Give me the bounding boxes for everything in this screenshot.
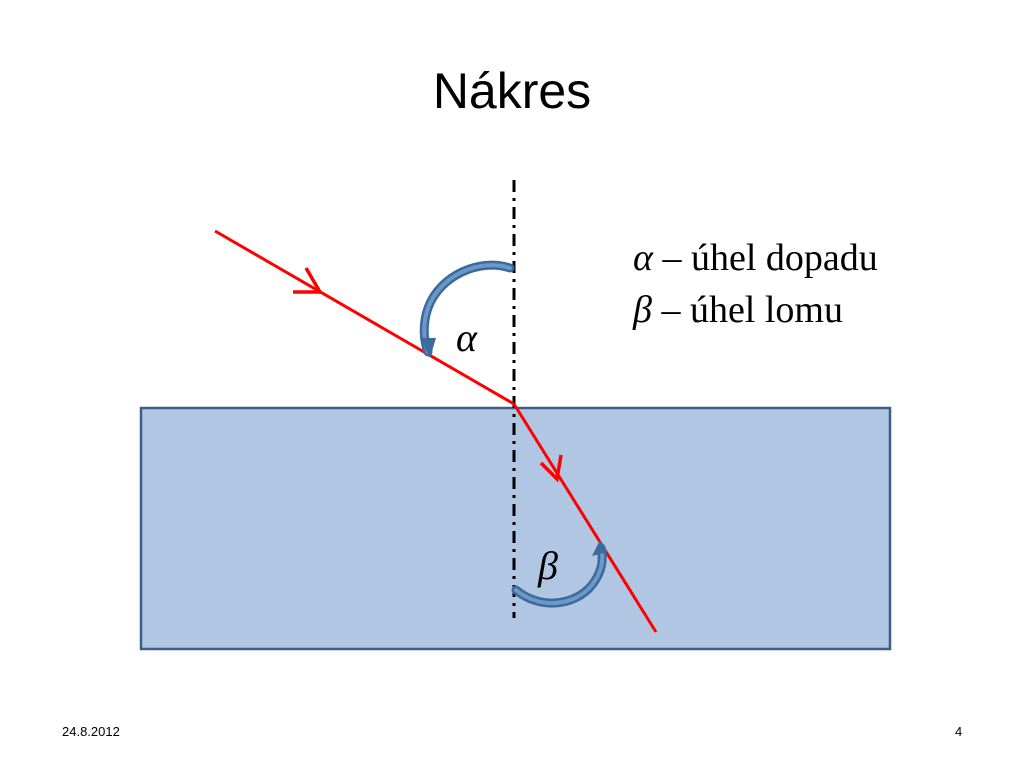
legend-text: – úhel dopadu bbox=[652, 237, 878, 279]
refracted-ray-arrowhead bbox=[539, 454, 563, 483]
incident-ray bbox=[214, 229, 515, 406]
slide-page-number: 4 bbox=[955, 724, 963, 739]
legend: α – úhel dopadu β – úhel lomu bbox=[633, 232, 878, 336]
legend-item-alpha: α – úhel dopadu bbox=[633, 232, 878, 284]
legend-item-beta: β – úhel lomu bbox=[633, 284, 878, 336]
refracted-ray bbox=[512, 403, 658, 633]
legend-symbol: α bbox=[633, 237, 653, 279]
legend-symbol: β bbox=[633, 289, 652, 331]
legend-text: – úhel lomu bbox=[651, 289, 843, 331]
incident-ray-arrowhead bbox=[293, 267, 324, 294]
beta-label: β bbox=[538, 543, 558, 588]
alpha-label: α bbox=[456, 315, 477, 360]
beta-angle-arrow bbox=[511, 540, 608, 608]
alpha-angle-arrow bbox=[419, 260, 515, 358]
slide-title: Nákres bbox=[432, 63, 592, 119]
medium-block bbox=[139, 406, 892, 651]
slide-date: 24.8.2012 bbox=[62, 724, 120, 739]
